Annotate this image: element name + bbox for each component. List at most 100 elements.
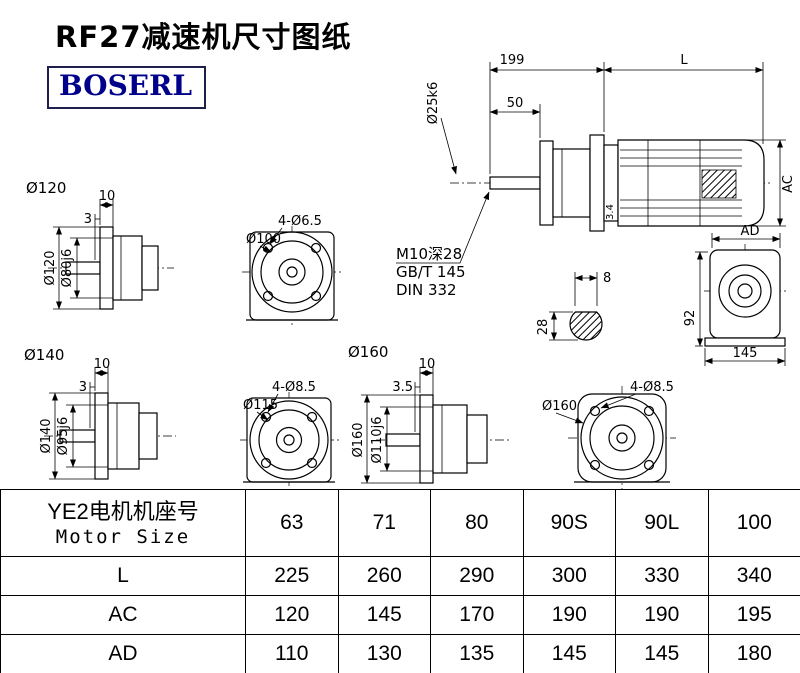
table-cell: 170 [430,595,524,635]
table-cell: 145 [337,595,431,635]
dim-label-92: 92 [683,310,698,327]
main-assembly-view: 199 L 50 Ø25k6 AC 3.4 M10深28 GB/T 145 DI… [396,53,796,299]
dimension-lines [549,272,598,341]
dim-label-step: 3 [79,380,87,395]
table-row-AD: AD 110 130 135 145 145 180 [0,634,800,673]
bolt-hole [306,411,318,423]
dimension-lines [396,62,786,264]
dim-label-bolt-circle: Ø100 [246,232,281,247]
dim-label-bolt-holes: 4-Ø8.5 [630,380,674,395]
dim-label-shaft-dia: Ø25k6 [426,82,441,125]
dim-label-outer-dia: Ø160 [351,422,366,457]
table-cell: 120 [245,595,339,635]
flange120-side-view: Ø120 10 3 Ø120 Ø80j6 [26,179,174,310]
table-cell: 110 [245,634,339,673]
table-cell: 300 [522,556,616,596]
header-label-en: Motor Size [55,525,191,548]
table-cell: 135 [430,634,524,673]
dim-label-shaft-length: 50 [507,96,524,111]
rear-housing [709,249,781,339]
dim-label-offset: 10 [94,357,111,372]
flange140-side-view: Ø140 10 3 Ø140 Ø95j6 [24,346,176,480]
group-label-120: Ø120 [26,179,66,197]
dim-label-overall: 199 [500,53,525,68]
dim-label-step: 3 [84,212,92,227]
bolt-hole [260,457,272,469]
dim-label-key-height: 28 [536,319,551,336]
table-cell: 290 [430,556,524,596]
header-label-cell: YE2电机机座号 Motor Size [0,489,246,557]
dimension-lines [53,199,114,310]
table-cell: 145 [522,634,616,673]
group-label-140: Ø140 [24,346,64,364]
column-header: 71 [337,489,431,557]
dim-label-bolt-circle: Ø115 [243,398,278,413]
dim-label-motor-length: L [680,53,688,68]
row-label: AC [0,595,246,635]
thread-note-line1: M10深28 [396,245,462,263]
flange160-front-view: 4-Ø8.5 Ø160 [542,380,676,489]
motor-size-table: YE2电机机座号 Motor Size 63 71 80 90S 90L 100… [0,489,800,673]
dim-label-offset: 10 [99,189,116,204]
flange160-side-view: Ø160 10 3.5 Ø160 Ø110 [348,343,512,484]
bolt-hole [589,459,601,471]
table-cell: 330 [615,556,709,596]
table-cell: 130 [337,634,431,673]
technical-drawing: 199 L 50 Ø25k6 AC 3.4 M10深28 GB/T 145 DI… [24,53,796,489]
row-label: L [0,556,246,596]
bolt-hole [310,290,322,302]
thread-note-line3: DIN 332 [396,281,457,299]
page-title: RF27减速机尺寸图纸 [55,20,352,54]
dim-label-motor-dia: AC [781,175,796,193]
column-header: 90L [615,489,709,557]
bolt-hole [262,290,274,302]
flange120-front-view: 4-Ø6.5 Ø100 [242,214,342,326]
flange140-front-view: 4-Ø8.5 Ø115 [240,380,340,488]
table-row-L: L 225 260 290 300 330 340 [0,556,800,596]
dim-label-step: 3.5 [392,380,413,395]
table-cell: 260 [337,556,431,596]
gearbox-housing [552,148,591,218]
dim-label-bolt-holes: 4-Ø6.5 [278,214,322,229]
table-cell: 190 [615,595,709,635]
table-cell: 340 [707,556,800,596]
table-cell: 190 [522,595,616,635]
dim-label-spigot-dia: Ø110j6 [370,417,385,464]
header-label-cn: YE2电机机座号 [47,498,199,524]
table-cell: 195 [707,595,800,635]
column-header: 100 [707,489,800,557]
dimension-lines [361,367,434,484]
column-header: 90S [522,489,616,557]
shaft-key-section-view: 8 28 [536,271,611,341]
dim-label-bolt-holes: 4-Ø8.5 [272,380,316,395]
row-label: AD [0,634,246,673]
bolt-hole [643,459,655,471]
dimension-lines [49,367,109,480]
bolt-hole [306,457,318,469]
table-cell: 180 [707,634,800,673]
column-header: 80 [430,489,524,557]
brand-logo: BOSERL [47,66,207,109]
dim-label-spigot-dia: Ø80j6 [60,249,75,288]
input-shaft [489,176,541,190]
dimension-lines [695,233,786,366]
table-header-row: YE2电机机座号 Motor Size 63 71 80 90S 90L 100 [0,489,800,557]
table-row-AC: AC 120 145 170 190 190 195 [0,595,800,635]
table-cell: 225 [245,556,339,596]
dim-label-bolt-circle: Ø160 [542,399,577,414]
dim-label-spigot-dia: Ø95j6 [56,417,71,456]
dim-label-outer-dia: Ø120 [43,250,58,285]
mounting-base [704,337,786,347]
bolt-hole [589,405,601,417]
column-header: 63 [245,489,339,557]
rear-view: AD 92 145 [683,224,786,366]
dim-label-key-width: 8 [603,271,611,286]
thread-note-line2: GB/T 145 [396,263,466,281]
group-label-160: Ø160 [348,343,388,361]
dim-label-gap: 3.4 [605,204,616,220]
dim-label-ad: AD [741,224,760,239]
table-cell: 145 [615,634,709,673]
motor-body [617,139,765,227]
bolt-hole [643,405,655,417]
